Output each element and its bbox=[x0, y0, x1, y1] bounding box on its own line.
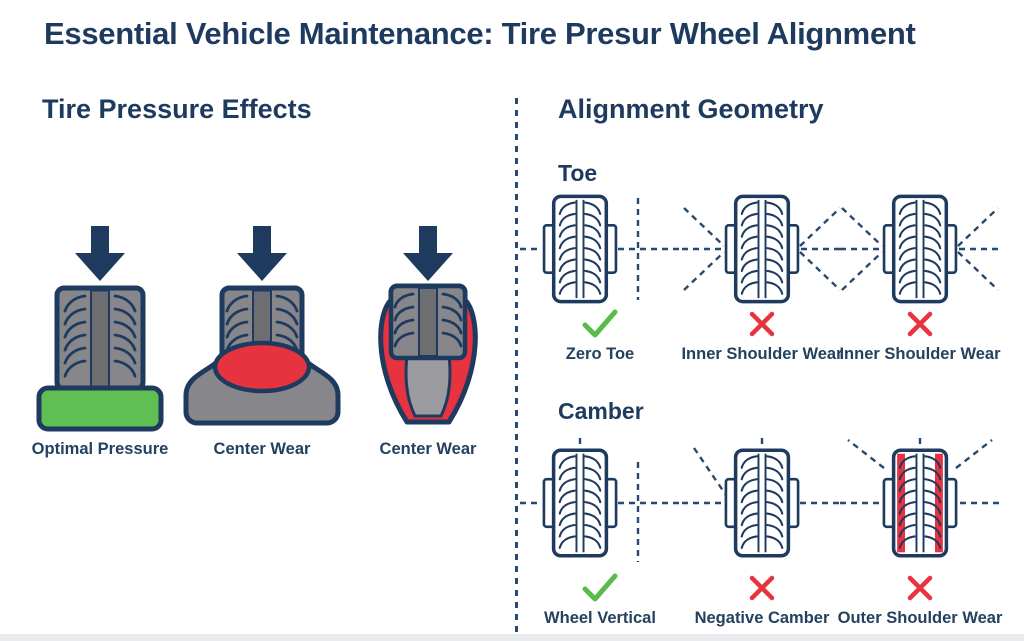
dashed-tilt-line bbox=[955, 439, 993, 469]
pressure-item-edge-wear: Center Wear bbox=[353, 224, 503, 459]
outer-shoulder-wear-diagram bbox=[840, 438, 1000, 559]
dashed-converging-line bbox=[683, 251, 725, 291]
cross-icon bbox=[907, 575, 933, 601]
check-icon bbox=[582, 573, 618, 602]
tire-top-view-icon bbox=[542, 194, 618, 304]
negative-camber-diagram bbox=[682, 438, 842, 559]
tire-front-view-icon bbox=[542, 448, 618, 558]
item-label: Center Wear bbox=[379, 440, 477, 458]
toe-item-toe-in: Inner Shoulder Wear bbox=[681, 194, 843, 364]
pressure-section-heading: Tire Pressure Effects bbox=[42, 94, 312, 124]
toe-item-zero-toe: Zero Toe bbox=[520, 194, 680, 364]
cross-icon bbox=[907, 311, 933, 337]
dashed-diverging-line bbox=[957, 207, 999, 247]
down-arrow-icon bbox=[237, 226, 287, 281]
dashed-section-divider bbox=[515, 98, 518, 636]
camber-item-negative: Negative Camber bbox=[682, 438, 842, 628]
pressure-item-optimal: Optimal Pressure bbox=[25, 224, 175, 459]
check-icon bbox=[582, 309, 618, 338]
tire-center-wear-illustration bbox=[183, 226, 341, 426]
cross-icon bbox=[749, 575, 775, 601]
toe-out-diagram bbox=[840, 194, 1000, 304]
item-label: Inner Shoulder Wear bbox=[839, 345, 1001, 363]
tire-top-view-icon bbox=[882, 194, 958, 304]
center-wear-red-patch bbox=[212, 340, 312, 394]
tire-edge-wear-illustration bbox=[378, 226, 478, 425]
toe-item-toe-out: Inner Shoulder Wear bbox=[839, 194, 1001, 364]
dashed-converging-line bbox=[841, 207, 883, 247]
pressure-item-center-wear: Center Wear bbox=[177, 224, 347, 459]
camber-heading: Camber bbox=[558, 398, 644, 424]
dashed-diverging-line bbox=[799, 251, 841, 291]
tire-optimal-pressure-illustration bbox=[36, 226, 164, 432]
camber-item-outer-wear: Outer Shoulder Wear bbox=[837, 438, 1003, 628]
alignment-section-heading: Alignment Geometry bbox=[558, 94, 824, 124]
dashed-diverging-line bbox=[957, 251, 999, 291]
toe-in-diagram bbox=[682, 194, 842, 304]
item-label: Negative Camber bbox=[694, 609, 830, 627]
down-arrow-icon bbox=[75, 226, 125, 281]
toe-heading: Toe bbox=[558, 160, 598, 186]
contact-patch-green bbox=[36, 385, 164, 432]
cross-icon bbox=[749, 311, 775, 337]
wheel-vertical-diagram bbox=[520, 438, 680, 562]
page-title: Essential Vehicle Maintenance: Tire Pres… bbox=[44, 16, 916, 51]
dashed-converging-line bbox=[841, 251, 883, 291]
item-label: Optimal Pressure bbox=[31, 440, 169, 458]
dashed-converging-line bbox=[683, 207, 725, 247]
camber-item-vertical: Wheel Vertical bbox=[520, 438, 680, 628]
tire-front-view-red-shoulders-icon bbox=[882, 448, 958, 558]
item-label: Zero Toe bbox=[565, 345, 635, 363]
dashed-tilt-line bbox=[693, 447, 729, 499]
tire-front-view-icon bbox=[724, 448, 800, 558]
tire-top-view-icon bbox=[724, 194, 800, 304]
item-label: Outer Shoulder Wear bbox=[837, 609, 1003, 627]
dashed-diverging-line bbox=[799, 207, 841, 247]
down-arrow-icon bbox=[403, 226, 453, 281]
bottom-strip bbox=[0, 634, 1024, 641]
zero-toe-diagram bbox=[520, 194, 680, 304]
item-label: Inner Shoulder Wear bbox=[681, 345, 843, 363]
dashed-tilt-line bbox=[847, 439, 885, 469]
item-label: Center Wear bbox=[213, 440, 311, 458]
item-label: Wheel Vertical bbox=[544, 609, 656, 627]
